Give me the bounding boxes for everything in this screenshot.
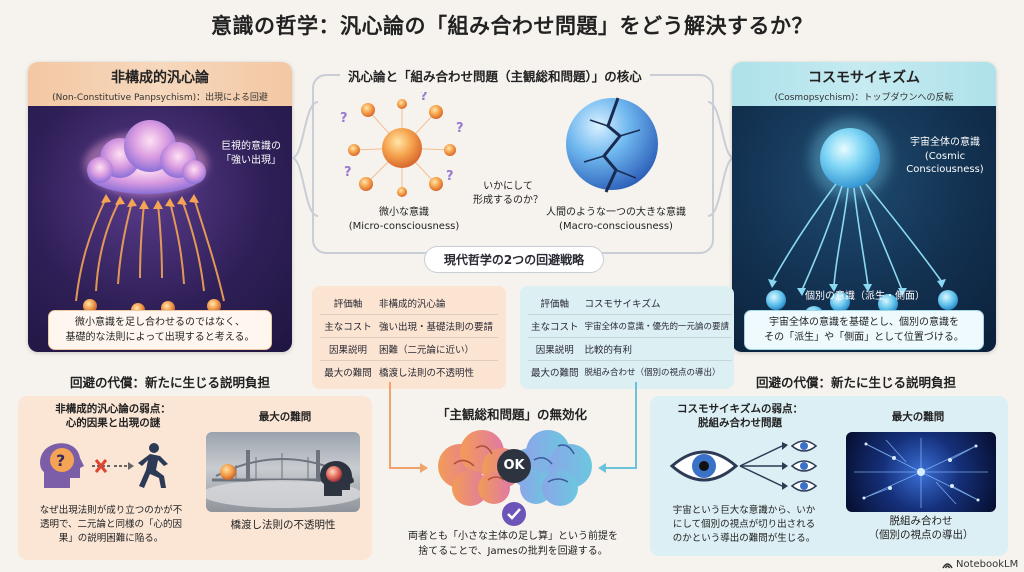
svg-text:?: ? bbox=[420, 92, 428, 104]
individual-consciousness-label: 個別の意識（派生・側面） bbox=[805, 291, 925, 302]
comparison-table-left: 評価軸 非構成的汎心論 主なコスト 強い出現・基礎法則の要請 因果説明 困難（二… bbox=[312, 286, 506, 389]
page-title: 意識の哲学：汎心論の「組み合わせ問題」をどう解決するか？ bbox=[211, 14, 813, 38]
running-person-icon bbox=[138, 443, 168, 488]
svg-text:?: ? bbox=[344, 165, 352, 180]
table-header-cell: 評価軸 bbox=[320, 292, 376, 315]
bottom-right-card-title: コスモサイキズムの弱点： 脱組み合わせ問題 bbox=[677, 403, 803, 430]
table-header-cell: 評価軸 bbox=[528, 292, 582, 315]
derivation-arrows bbox=[771, 183, 943, 291]
fog-bridge-image bbox=[206, 432, 360, 512]
core-problem-title: 汎心論と「組み合わせ問題（主観総和問題）」の核心 bbox=[340, 66, 650, 85]
table-header-cell: コスモサイキズム bbox=[581, 292, 733, 315]
table-value-cell: 宇宙全体の意識・優先的一元論の要請 bbox=[581, 314, 733, 338]
table-row: 因果説明 困難（二元論に近い） bbox=[320, 337, 498, 361]
strategy-pill: 現代哲学の2つの回避戦略 bbox=[424, 246, 604, 273]
notebooklm-logo-icon bbox=[942, 562, 953, 568]
formation-question: いかにして 形成するのか？ bbox=[473, 181, 543, 206]
table-value-cell: 困難（二元論に近い） bbox=[376, 337, 498, 361]
svg-text:?: ? bbox=[456, 121, 464, 136]
svg-text:?: ? bbox=[340, 111, 348, 126]
table-value-cell: 比較的有利 bbox=[581, 337, 733, 361]
neural-network-image bbox=[846, 432, 996, 512]
comparison-table-right: 評価軸 コスモサイキズム 主なコスト 宇宙全体の意識・優先的一元論の要請 因果説… bbox=[520, 286, 734, 389]
bottom-left-card-title: 非構成的汎心論の弱点： 心的因果と出現の謎 bbox=[55, 403, 171, 430]
cosmic-consciousness-sphere bbox=[820, 128, 880, 188]
bottom-right-section-title: 回避の代償：新たに生じる説明負担 bbox=[755, 375, 956, 390]
bottom-right-text: 宇宙という巨大な意識から、いか にして個別の視点が切り出される のかという導出の… bbox=[672, 505, 816, 544]
table-row: 因果説明 比較的有利 bbox=[528, 337, 733, 361]
head-question-icon: ? bbox=[40, 443, 84, 488]
nullification-text: 両者とも「小さな主体の足し算」という前提を 捨てることで、Jamesの批判を回避… bbox=[408, 531, 618, 557]
split-arrows bbox=[739, 445, 783, 487]
micro-label: 微小な意識 (Micro-consciousness) bbox=[348, 207, 460, 232]
table-row: 評価軸 コスモサイキズム bbox=[528, 292, 733, 315]
right-panel: コスモサイキズム (Cosmopsychism)：トップダウンへの反転 bbox=[732, 62, 996, 352]
eye-splitting-illustration bbox=[669, 440, 818, 492]
network-icon bbox=[854, 438, 988, 508]
brand-mark: NotebookLM bbox=[942, 558, 1018, 570]
table-key-cell: 主なコスト bbox=[528, 314, 582, 338]
nullification-title: 「主観総和問題」の無効化 bbox=[436, 407, 587, 422]
macro-label: 人間のような一つの大きな意識 (Macro-consciousness) bbox=[546, 207, 686, 232]
bottom-left-section-title: 回避の代償：新たに生じる説明負担 bbox=[69, 375, 270, 390]
svg-text:?: ? bbox=[56, 451, 65, 470]
mental-causation-illustration: ? bbox=[40, 443, 168, 488]
table-header-cell: 非構成的汎心論 bbox=[376, 292, 498, 315]
bottom-left-text: なぜ出現法則が成り立つのかが不 透明で、二元論と同様の「心的因 果」の説明困難に… bbox=[39, 505, 183, 544]
cloud-label: 巨視的意識の 「強い出現」 bbox=[221, 141, 281, 166]
two-brains-illustration bbox=[438, 430, 592, 526]
left-panel-note: 微小意識を足し合わせるのではなく、 基礎的な法則によって出現すると考える。 bbox=[48, 310, 272, 350]
table-key-cell: 最大の難問 bbox=[531, 368, 579, 379]
cosmic-sphere-label: 宇宙全体の意識 (Cosmic Consciousness) bbox=[906, 137, 984, 175]
table-key-cell: 因果説明 bbox=[528, 337, 582, 361]
table-value-cell: 脱組み合わせ（個別の視点の導出） bbox=[584, 368, 721, 378]
question-mark-icons: ??? ?? bbox=[340, 92, 464, 184]
right-panel-title: コスモサイキズム bbox=[808, 70, 920, 86]
large-eye-icon bbox=[669, 450, 739, 482]
small-eye-icons bbox=[790, 440, 818, 492]
cracked-sphere-icon bbox=[566, 97, 658, 193]
left-panel: 非構成的汎心論 (Non-Constitutive Panpsychism)：出… bbox=[28, 62, 292, 352]
left-connector bbox=[291, 101, 319, 217]
emergence-arrows bbox=[75, 197, 225, 302]
table-key-cell: 主なコスト bbox=[320, 314, 376, 338]
brand-label: NotebookLM bbox=[956, 558, 1019, 570]
table-row: 最大の難問 脱組み合わせ（個別の視点の導出） bbox=[528, 361, 732, 384]
blocked-x-icon bbox=[94, 459, 108, 473]
flow-arrows bbox=[389, 382, 637, 473]
table-key-cell: 因果説明 bbox=[320, 337, 376, 361]
ok-badge bbox=[497, 449, 531, 483]
table-row: 最大の難問 橋渡し法則の不透明性 bbox=[320, 361, 498, 384]
bottom-right-caption: 脱組み合わせ （個別の視点の導出） bbox=[868, 515, 974, 542]
table-key-cell: 最大の難問 bbox=[324, 368, 372, 379]
table-value-cell: 強い出現・基礎法則の要請 bbox=[376, 314, 498, 338]
left-panel-subtitle: (Non-Constitutive Panpsychism)：出現による回避 bbox=[52, 93, 268, 103]
consciousness-cloud-icon bbox=[87, 120, 206, 194]
micro-consciousness-cluster: ??? ?? bbox=[340, 92, 464, 197]
right-panel-header: コスモサイキズム (Cosmopsychism)：トップダウンへの反転 bbox=[732, 62, 996, 106]
ok-label: OK bbox=[503, 458, 525, 473]
right-panel-subtitle: (Cosmopsychism)：トップダウンへの反転 bbox=[774, 93, 954, 103]
bottom-left-hard-title: 最大の難問 bbox=[258, 411, 312, 423]
right-panel-note: 宇宙全体の意識を基礎とし、個別の意識を その「派生」や「側面」として位置づける。 bbox=[744, 310, 984, 350]
bottom-left-caption: 橋渡し法則の不透明性 bbox=[230, 519, 336, 531]
svg-text:?: ? bbox=[446, 169, 454, 184]
left-panel-title: 非構成的汎心論 bbox=[111, 70, 209, 86]
table-row: 主なコスト 強い出現・基礎法則の要請 bbox=[320, 314, 498, 338]
bottom-right-hard-title: 最大の難問 bbox=[891, 411, 945, 423]
table-row: 主なコスト 宇宙全体の意識・優先的一元論の要請 bbox=[528, 314, 733, 338]
bridge-icon bbox=[206, 450, 360, 508]
table-value-cell: 橋渡し法則の不透明性 bbox=[379, 368, 475, 379]
left-panel-header: 非構成的汎心論 (Non-Constitutive Panpsychism)：出… bbox=[28, 62, 292, 106]
table-row: 評価軸 非構成的汎心論 bbox=[320, 292, 498, 315]
